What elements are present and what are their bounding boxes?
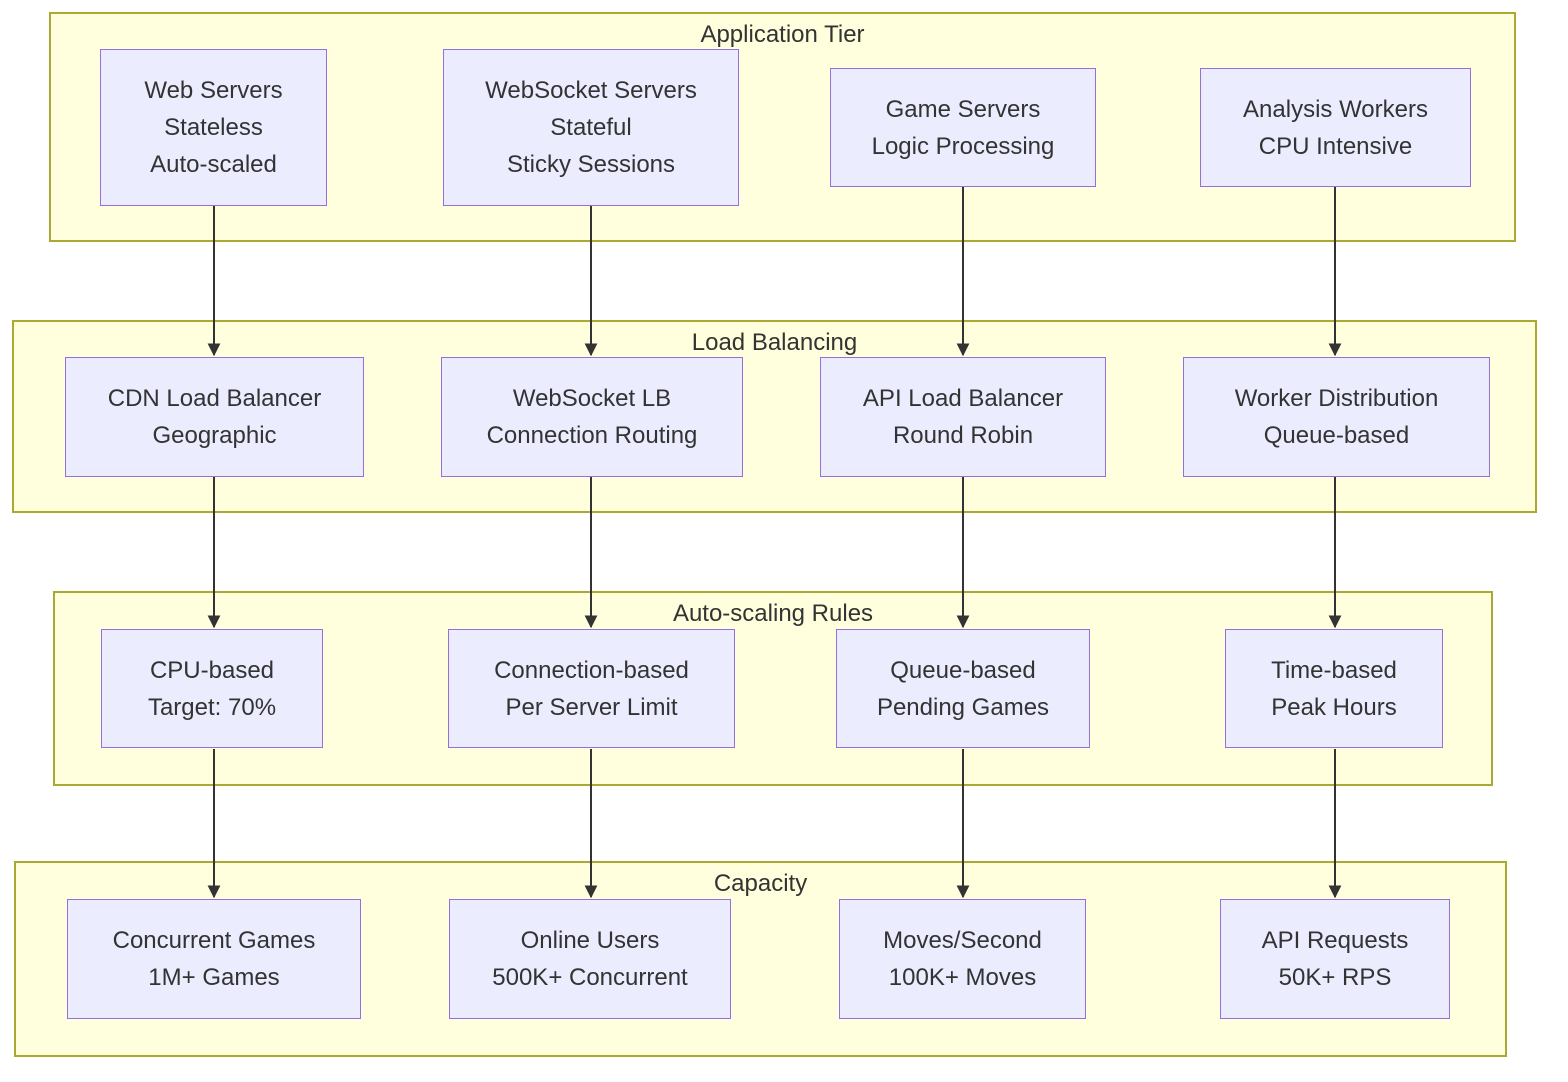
node-analysis-workers: Analysis Workers CPU Intensive	[1200, 68, 1471, 187]
node-cdn-load-balancer: CDN Load Balancer Geographic	[65, 357, 364, 477]
node-line: API Requests	[1261, 927, 1409, 954]
node-queue-based: Queue-based Pending Games	[836, 629, 1090, 748]
node-worker-distribution: Worker Distribution Queue-based	[1183, 357, 1490, 477]
node-line: Online Users	[520, 927, 660, 954]
node-moves-per-second: Moves/Second 100K+ Moves	[839, 899, 1086, 1019]
node-web-servers: Web Servers Stateless Auto-scaled	[100, 49, 327, 206]
tier-title-capacity: Capacity	[713, 870, 808, 897]
node-time-based: Time-based Peak Hours	[1225, 629, 1443, 748]
tier-title-auto-scaling: Auto-scaling Rules	[672, 600, 874, 627]
node-line: Connection-based	[494, 656, 689, 684]
node-api-requests: API Requests 50K+ RPS	[1220, 899, 1450, 1019]
node-line: 1M+ Games	[148, 964, 280, 991]
tier-title-application: Application Tier	[700, 21, 865, 48]
node-line: WebSocket Servers	[485, 77, 697, 104]
node-line: Connection Routing	[486, 422, 698, 449]
node-game-servers: Game Servers Logic Processing	[830, 68, 1096, 187]
node-line: Target: 70%	[147, 693, 277, 721]
node-websocket-servers: WebSocket Servers Stateful Sticky Sessio…	[443, 49, 739, 206]
node-line: 50K+ RPS	[1278, 964, 1392, 991]
node-connection-based: Connection-based Per Server Limit	[448, 629, 735, 748]
node-line: Sticky Sessions	[506, 151, 676, 178]
node-line: Auto-scaled	[150, 151, 277, 178]
node-line: Logic Processing	[871, 132, 1055, 160]
node-line: Geographic	[152, 422, 277, 449]
node-line: CPU Intensive	[1258, 132, 1413, 160]
node-line: CDN Load Balancer	[107, 385, 322, 412]
node-api-load-balancer: API Load Balancer Round Robin	[820, 357, 1106, 477]
node-line: Stateful	[550, 114, 632, 141]
node-line: 100K+ Moves	[888, 964, 1037, 991]
node-line: Per Server Limit	[505, 693, 678, 721]
node-line: Concurrent Games	[112, 927, 316, 954]
node-line: WebSocket LB	[512, 385, 672, 412]
node-line: API Load Balancer	[862, 385, 1064, 412]
node-line: Round Robin	[892, 422, 1034, 449]
node-line: Analysis Workers	[1243, 95, 1428, 123]
node-line: Pending Games	[876, 693, 1050, 721]
node-line: Queue-based	[1263, 422, 1410, 449]
node-line: Peak Hours	[1271, 693, 1397, 721]
node-line: 500K+ Concurrent	[492, 964, 688, 991]
node-line: Web Servers	[144, 77, 283, 104]
node-line: Time-based	[1271, 656, 1397, 684]
tier-title-load-balancing: Load Balancing	[691, 329, 858, 356]
node-websocket-lb: WebSocket LB Connection Routing	[441, 357, 743, 477]
node-line: Stateless	[164, 114, 263, 141]
node-cpu-based: CPU-based Target: 70%	[101, 629, 323, 748]
node-line: Moves/Second	[883, 927, 1042, 954]
node-online-users: Online Users 500K+ Concurrent	[449, 899, 731, 1019]
node-line: CPU-based	[149, 656, 275, 684]
node-concurrent-games: Concurrent Games 1M+ Games	[67, 899, 361, 1019]
node-line: Worker Distribution	[1234, 385, 1439, 412]
node-line: Queue-based	[890, 656, 1036, 684]
node-line: Game Servers	[885, 95, 1041, 123]
